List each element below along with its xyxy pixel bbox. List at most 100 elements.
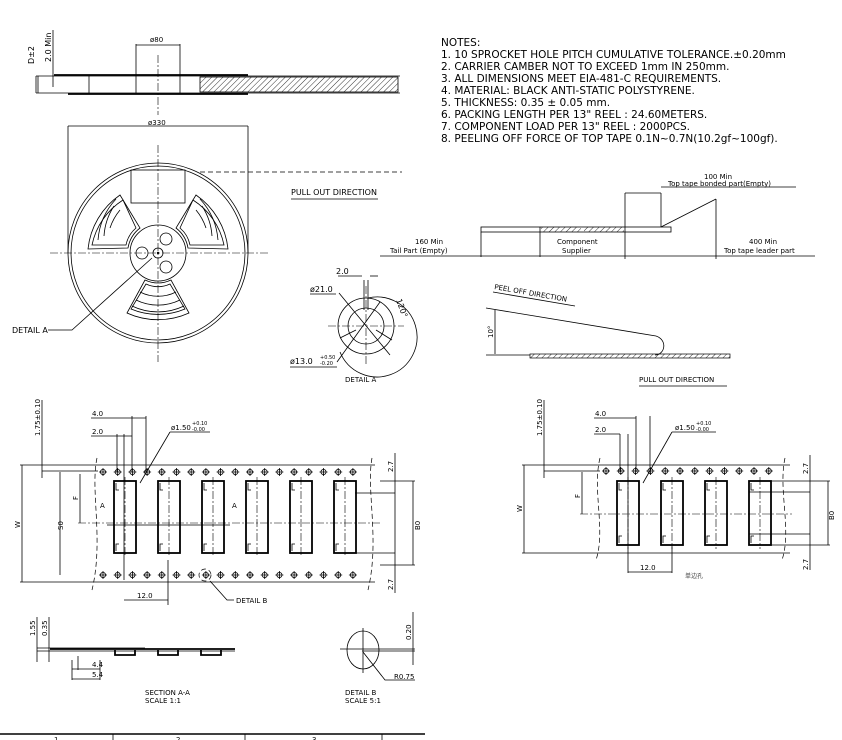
pocket-notch	[159, 483, 163, 551]
sprocket-hole	[705, 467, 714, 475]
dim-2-7-bottom: 2.7	[802, 559, 810, 570]
component-pocket	[704, 477, 728, 549]
pocket-notch	[750, 483, 754, 543]
sprocket-hole-cross	[113, 571, 122, 579]
dim-2-7-top: 2.7	[802, 463, 810, 474]
pocket-notch	[662, 483, 666, 543]
sprocket-hole	[99, 571, 107, 579]
b0-dimension: B0	[414, 521, 422, 530]
section-mark-a-right: A	[232, 502, 237, 510]
section-mark-a-left: A	[100, 502, 105, 510]
sprocket-hole-cross	[201, 468, 210, 476]
sprocket-hole-cross	[172, 571, 181, 579]
hole-tol-minus: -0.00	[696, 427, 709, 433]
sprocket-hole-cross	[348, 468, 357, 476]
section-width-4-4: 4.4	[92, 661, 104, 669]
component-label-1: Component	[557, 238, 598, 246]
peel-diagram: PEEL OFF DIRECTION 10° PULL OUT DIRECTIO…	[485, 283, 731, 387]
sprocket-hole	[128, 468, 137, 476]
w-dimension: W	[14, 521, 22, 528]
sprocket-hole	[157, 468, 166, 476]
d-dimension: D±2	[27, 46, 36, 64]
note-item: 6. PACKING LENGTH PER 13" REEL : 24.60ME…	[441, 109, 707, 121]
peel-angle: 10°	[487, 326, 495, 338]
single-side-hole-note: 单边孔	[685, 572, 703, 580]
sprocket-hole-cross	[631, 467, 640, 475]
pitch-4-dimension: 4.0	[92, 410, 103, 418]
section-caption: SECTION A-A	[145, 689, 190, 697]
hole-diameter: ø1.50	[675, 424, 695, 432]
detail-b-thickness: 0.20	[405, 624, 413, 640]
leader-trailer-diagram: 100 Min Top tape bonded part(Empty) 160 …	[380, 173, 815, 259]
detail-b-scale: SCALE 5:1	[345, 697, 381, 705]
sprocket-hole	[631, 467, 640, 475]
component-pocket	[113, 477, 137, 557]
reel-side-view: D±2 2.0 Min ø80	[27, 30, 400, 115]
sprocket-hole	[304, 468, 313, 476]
sprocket-hole	[143, 571, 152, 579]
sprocket-hole	[290, 571, 299, 579]
notes-block: NOTES: 1. 10 SPROCKET HOLE PITCH CUMULAT…	[441, 37, 786, 145]
sprocket-hole	[260, 571, 269, 579]
edge-dimension: 1.75±0.10	[536, 399, 544, 436]
sprocket-hole	[246, 468, 254, 476]
note-item: 5. THICKNESS: 0.35 ± 0.05 mm.	[441, 97, 610, 109]
sprocket-hole	[99, 468, 107, 476]
component-pocket	[660, 477, 684, 549]
sprocket-hole	[201, 571, 210, 579]
w-dimension: W	[516, 505, 524, 512]
sprocket-hole	[646, 467, 655, 475]
sprocket-hole-cross	[172, 468, 181, 476]
sprocket-hole-cross	[128, 571, 137, 579]
pocket-notch	[291, 483, 295, 551]
note-item: 7. COMPONENT LOAD PER 13" REEL : 2000PCS…	[441, 121, 690, 133]
title-col: 3	[312, 736, 316, 740]
sprocket-hole	[319, 571, 328, 579]
pitch-2-dimension: 2.0	[92, 428, 103, 436]
component-pocket	[333, 477, 357, 557]
sprocket-hole	[676, 467, 684, 475]
sprocket-hole	[216, 468, 225, 476]
title-col: 1	[54, 736, 58, 740]
bore-tolerance-minus: -0.20	[320, 361, 333, 367]
note-item: 8. PEELING OFF FORCE OF TOP TAPE 0.1N~0.…	[441, 133, 778, 145]
component-pocket	[616, 477, 640, 549]
leader-label: Top tape leader part	[723, 247, 795, 255]
sprocket-hole	[216, 571, 225, 579]
component-pocket	[245, 477, 269, 557]
note-item: 4. MATERIAL: BLACK ANTI-STATIC POLYSTYRE…	[441, 85, 695, 97]
sprocket-hole-cross	[216, 571, 225, 579]
sprocket-hole	[334, 468, 343, 476]
sprocket-hole	[304, 571, 313, 579]
hub-diameter: ø80	[150, 36, 163, 44]
sprocket-hole-cross	[319, 571, 328, 579]
detail-a-view: 2.0 ø21.0 120° ø13.0 +0.50 -0.20 DETAIL …	[290, 267, 418, 384]
f-dimension: F	[72, 496, 80, 500]
hole-diameter: ø1.50	[171, 424, 191, 432]
sprocket-hole-cross	[319, 468, 328, 476]
pull-out-direction-label: PULL OUT DIRECTION	[291, 188, 377, 197]
sprocket-hole	[157, 571, 166, 579]
bore-diameter-dimension: ø13.0	[290, 357, 313, 366]
title-col: 2	[176, 736, 180, 740]
sprocket-hole	[260, 468, 269, 476]
sprocket-hole	[143, 468, 152, 476]
component-pocket	[157, 477, 181, 557]
sprocket-hole	[246, 571, 254, 579]
peel-pull-out-label: PULL OUT DIRECTION	[639, 376, 714, 384]
sprocket-hole	[348, 571, 357, 579]
sprocket-hole	[172, 571, 181, 579]
sprocket-hole	[275, 468, 284, 476]
detail-a-caption: DETAIL A	[345, 376, 377, 384]
sprocket-hole-cross	[290, 468, 299, 476]
sprocket-hole	[231, 571, 240, 579]
leader-length: 400 Min	[749, 238, 777, 246]
pocket-notch	[247, 483, 251, 551]
sprocket-hole-cross	[348, 571, 357, 579]
sprocket-hole-cross	[128, 468, 137, 476]
sprocket-hole-cross	[187, 571, 196, 579]
sprocket-hole	[334, 571, 343, 579]
sprocket-hole-cross	[216, 468, 225, 476]
pocket-notch	[335, 483, 339, 551]
detail-b-caption: DETAIL B	[345, 689, 377, 697]
